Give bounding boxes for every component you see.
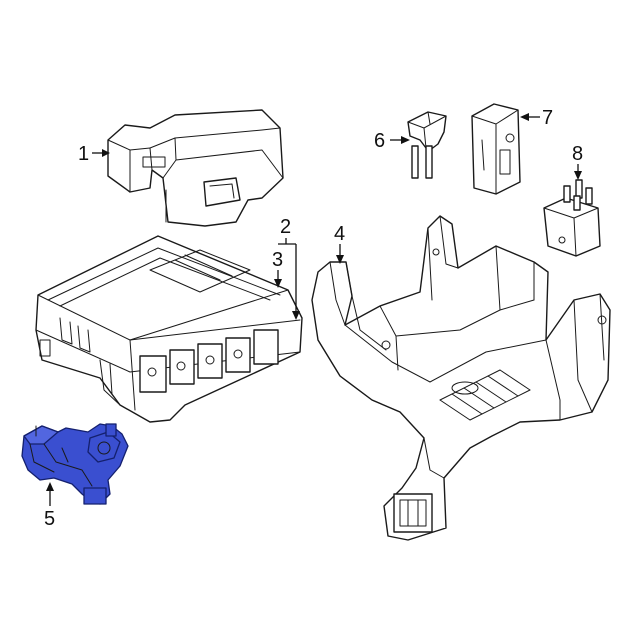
part-6-blade-fuse[interactable]	[407, 111, 447, 179]
callout-2-label: 2	[280, 216, 291, 238]
part-7-cartridge-fuse[interactable]	[471, 103, 521, 195]
callout-1: 1	[78, 143, 110, 165]
callout-6-label: 6	[374, 130, 385, 152]
callout-4-label: 4	[334, 223, 345, 245]
callout-3: 3	[272, 249, 283, 288]
part-4-mounting-bracket[interactable]	[311, 215, 611, 541]
callout-4: 4	[334, 223, 345, 264]
callout-6: 6	[374, 130, 410, 152]
callout-5-label: 5	[44, 508, 55, 530]
part-5-battery-current-sensor[interactable]	[21, 423, 129, 505]
part-2-fuse-box-assembly[interactable]	[35, 235, 303, 423]
callout-5: 5	[44, 482, 55, 530]
callout-7: 7	[520, 107, 553, 129]
callout-2: 2	[278, 216, 300, 320]
callout-1-label: 1	[78, 143, 89, 165]
callout-8: 8	[572, 143, 583, 180]
part-1-fuse-box-cover[interactable]	[107, 109, 284, 227]
callout-8-label: 8	[572, 143, 583, 165]
callout-3-label: 3	[272, 249, 283, 271]
part-8-relay[interactable]	[543, 179, 601, 257]
callout-7-label: 7	[542, 107, 553, 129]
